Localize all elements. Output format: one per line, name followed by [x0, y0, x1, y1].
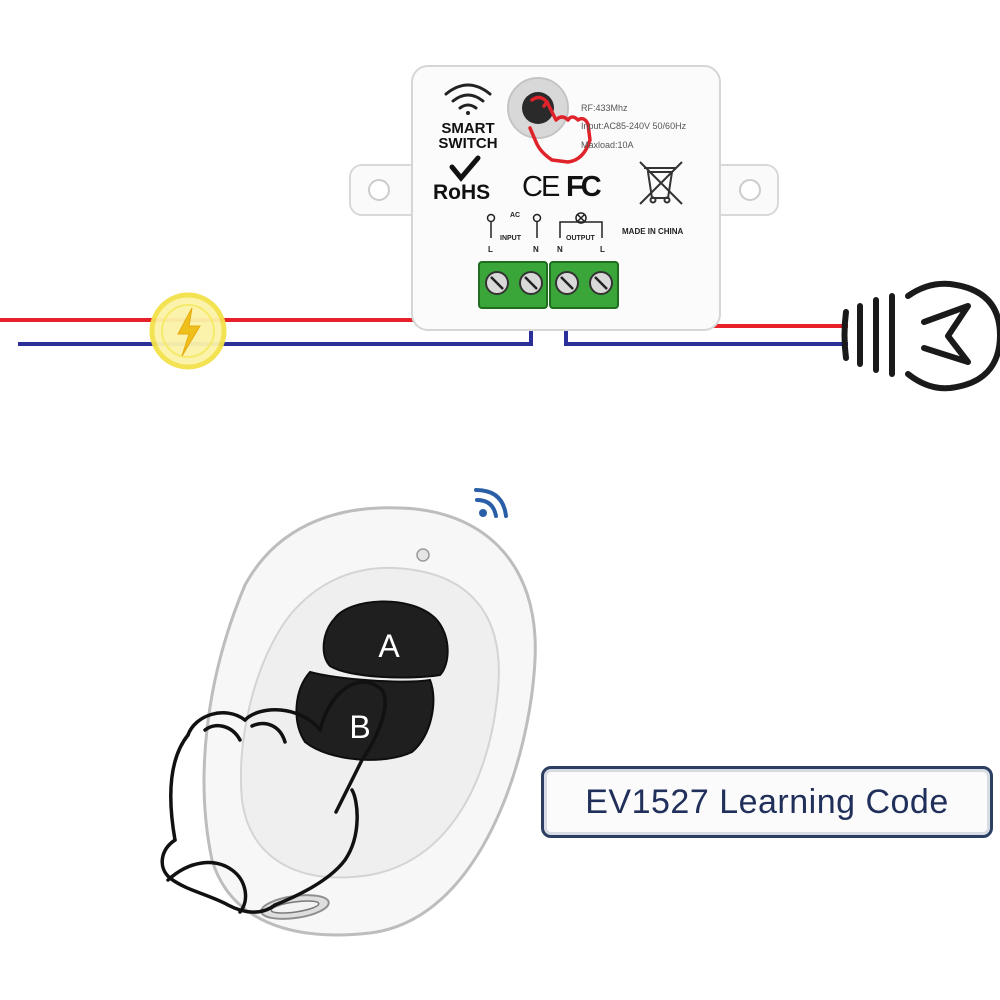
power-lightning-icon: [149, 292, 227, 370]
button-b-label: B: [349, 709, 370, 745]
hand-pointer-icon: [528, 95, 592, 164]
wifi-icon: [444, 83, 492, 115]
terminal-screw: [485, 271, 509, 295]
smart-switch-module: SMART SWITCH RoHS RF:433Mhz Input:AC85-2…: [349, 65, 779, 331]
terminal-screw: [519, 271, 543, 295]
terminal-screw: [589, 271, 613, 295]
terminal-n-out-label: N: [557, 245, 563, 254]
learning-code-banner: EV1527 Learning Code: [541, 766, 993, 838]
learning-code-text: EV1527 Learning Code: [585, 782, 949, 821]
remote-control: A B: [202, 506, 537, 937]
output-label: OUTPUT: [566, 235, 596, 242]
led-indicator: [416, 548, 430, 562]
spec-rf: RF:433Mhz: [581, 103, 628, 113]
fc-mark: FC: [566, 171, 602, 203]
button-b[interactable]: B: [295, 670, 435, 761]
terminal-schematic: [486, 212, 603, 238]
learn-button[interactable]: [507, 77, 569, 139]
terminal-block: [478, 261, 619, 309]
terminal-l-out-label: L: [600, 245, 605, 254]
signal-icon: [474, 488, 508, 518]
ac-label: AC: [510, 212, 520, 219]
spec-input: Input:AC85-240V 50/60Hz: [581, 121, 687, 131]
terminal-n-in-label: N: [533, 245, 539, 254]
light-bulb-icon: [841, 280, 1000, 392]
smart-label: SMART: [441, 120, 494, 137]
rohs-label: RoHS: [433, 181, 490, 204]
terminal-screw: [555, 271, 579, 295]
switch-label: SWITCH: [438, 135, 497, 152]
terminal-l-in-label: L: [488, 245, 493, 254]
check-icon: [449, 155, 481, 182]
button-a[interactable]: A: [322, 600, 449, 679]
button-a-label: A: [378, 628, 400, 664]
spec-maxload: Maxload:10A: [581, 140, 634, 150]
made-in-label: MADE IN CHINA: [622, 227, 684, 236]
weee-bin-icon: [639, 161, 683, 205]
ce-mark: CE: [522, 171, 560, 203]
pressing-hand-icon: [160, 680, 387, 914]
input-label: INPUT: [500, 235, 522, 242]
